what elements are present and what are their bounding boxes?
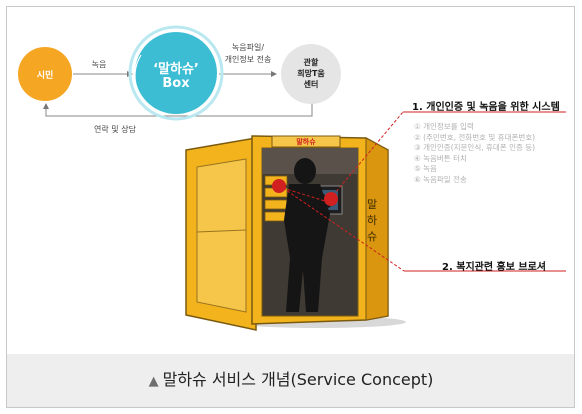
list-item: ① 개인정보를 입력 <box>414 122 474 131</box>
booth-door <box>185 137 257 331</box>
box-ring <box>128 25 224 121</box>
booth-side-char-2: 하 <box>366 214 378 227</box>
list-item: ③ 개인인증(지문인식, 휴대폰 인증 등) <box>414 143 536 153</box>
caption-text: 말하슈 서비스 개념(Service Concept) <box>162 370 434 389</box>
citizen-label: 시민 <box>36 71 54 81</box>
list-item: ② (주민번호, 전화번호 및 휴대폰번호) <box>414 132 536 142</box>
system-title-1: 1. 개인인증 및 녹음을 위한 시스템 <box>412 102 560 113</box>
box-swoosh <box>134 54 151 109</box>
triangle-icon: ▲ <box>148 374 159 389</box>
box-title-line1: ‘말하슈’ <box>153 62 199 77</box>
list-item: ⑥ 녹음파일 전송 <box>414 174 467 184</box>
transfer-label-line1: 녹음파일/ <box>231 43 265 52</box>
recording-label: 녹음 <box>91 60 107 69</box>
transfer-label-line2: 개인정보 전송 <box>224 55 272 64</box>
center-label-line1: 관할 <box>303 58 319 67</box>
contact-label: 연락 및 상담 <box>94 125 136 134</box>
auth-system-callout-dot <box>324 192 338 206</box>
brochure-callout-dot <box>272 179 286 193</box>
caption-band <box>7 354 574 407</box>
callout-markers <box>272 111 566 272</box>
box-circle <box>135 32 217 114</box>
booth-side-char-1: 말 <box>366 198 378 211</box>
box-title-line2: Box <box>162 76 190 91</box>
system-title-2: 2. 복지관련 홍보 브로셔 <box>442 262 547 273</box>
citizen-circle <box>18 47 72 101</box>
center-circle <box>281 44 341 104</box>
figure-caption: ▲말하슈 서비스 개념(Service Concept) <box>0 366 582 390</box>
list-item: ④ 녹음버튼 터치 <box>414 153 467 163</box>
figure-frame <box>6 6 575 408</box>
booth-side-char-3: 슈 <box>366 230 378 243</box>
list-item: ⑤ 녹음 <box>414 164 437 174</box>
arrow-center-to-citizen <box>43 103 313 117</box>
center-label-line3: 센터 <box>303 80 319 89</box>
center-label-line2: 희망T움 <box>297 69 325 78</box>
system-step-list: ① 개인정보를 입력 ② (주민번호, 전화번호 및 휴대폰번호) ③ 개인인증… <box>414 122 535 186</box>
booth-top-sign: 말하슈 <box>296 138 316 146</box>
